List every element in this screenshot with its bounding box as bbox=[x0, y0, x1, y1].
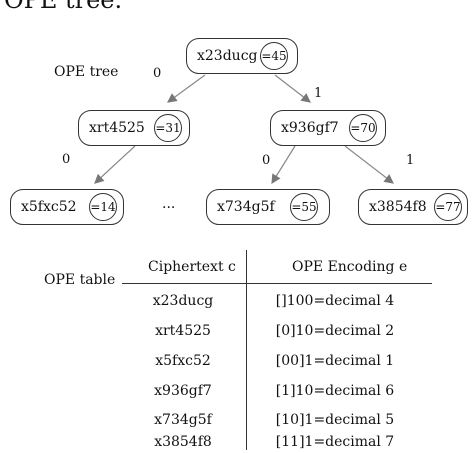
tree-title: OPE tree bbox=[54, 64, 119, 80]
table-cell-encoding: [0]10=decimal 2 bbox=[275, 323, 395, 339]
edge-right-rr bbox=[344, 145, 394, 184]
edge-left-ll bbox=[94, 145, 136, 184]
column-header-ciphertext: Ciphertext c bbox=[148, 259, 236, 275]
edge-label-root-left: 0 bbox=[153, 66, 162, 81]
edge-label-root-right: 1 bbox=[314, 86, 323, 101]
table-cell-cipher: xrt4525 bbox=[155, 323, 211, 339]
node-value-circle: =70 bbox=[349, 114, 377, 142]
table-cell-cipher: x23ducg bbox=[152, 293, 214, 309]
table-cell-encoding: [10]1=decimal 5 bbox=[275, 412, 395, 428]
header-rule bbox=[122, 283, 432, 284]
edge-root-left bbox=[167, 74, 206, 103]
tree-node-rl: x734g5f =55 bbox=[206, 189, 330, 225]
edge-label-left-child: 0 bbox=[62, 152, 71, 167]
table-cell-encoding: [00]1=decimal 1 bbox=[275, 353, 395, 369]
node-value-circle: =45 bbox=[260, 42, 288, 70]
tree-node-root: x23ducg =45 bbox=[186, 38, 298, 74]
node-value-circle: =55 bbox=[290, 193, 318, 221]
column-divider bbox=[246, 250, 247, 450]
tree-node-left: xrt4525 =31 bbox=[78, 110, 190, 146]
node-cipher: xrt4525 bbox=[89, 120, 145, 136]
tree-node-rr: x3854f8 =77 bbox=[358, 189, 468, 225]
node-cipher: x3854f8 bbox=[369, 199, 427, 215]
node-value-circle: =31 bbox=[154, 114, 182, 142]
table-cell-encoding: []100=decimal 4 bbox=[275, 293, 395, 309]
edge-label-right-left: 0 bbox=[262, 153, 271, 168]
table-cell-cipher: x936gf7 bbox=[154, 383, 212, 399]
table-cell-cipher: x3854f8 bbox=[154, 434, 212, 450]
node-cipher: x5fxc52 bbox=[21, 199, 77, 215]
ellipsis: ... bbox=[162, 196, 176, 212]
node-value-circle: =77 bbox=[434, 193, 462, 221]
node-cipher: x23ducg bbox=[197, 48, 258, 64]
table-cell-cipher: x5fxc52 bbox=[155, 353, 211, 369]
table-cell-encoding: [11]1=decimal 7 bbox=[275, 434, 395, 450]
column-header-encoding: OPE Encoding e bbox=[292, 259, 408, 275]
table-cell-encoding: [1]10=decimal 6 bbox=[275, 383, 395, 399]
table-title: OPE table bbox=[44, 272, 116, 288]
tree-node-right: x936gf7 =70 bbox=[270, 110, 386, 146]
edge-right-rl bbox=[271, 145, 296, 185]
node-cipher: x734g5f bbox=[217, 199, 275, 215]
edge-root-right bbox=[274, 74, 311, 103]
node-cipher: x936gf7 bbox=[281, 120, 339, 136]
node-value-circle: =14 bbox=[89, 193, 117, 221]
table-cell-cipher: x734g5f bbox=[154, 412, 212, 428]
caption-fragment: OPE tree. bbox=[4, 0, 123, 14]
tree-node-ll: x5fxc52 =14 bbox=[10, 189, 124, 225]
edge-label-right-right: 1 bbox=[406, 153, 415, 168]
